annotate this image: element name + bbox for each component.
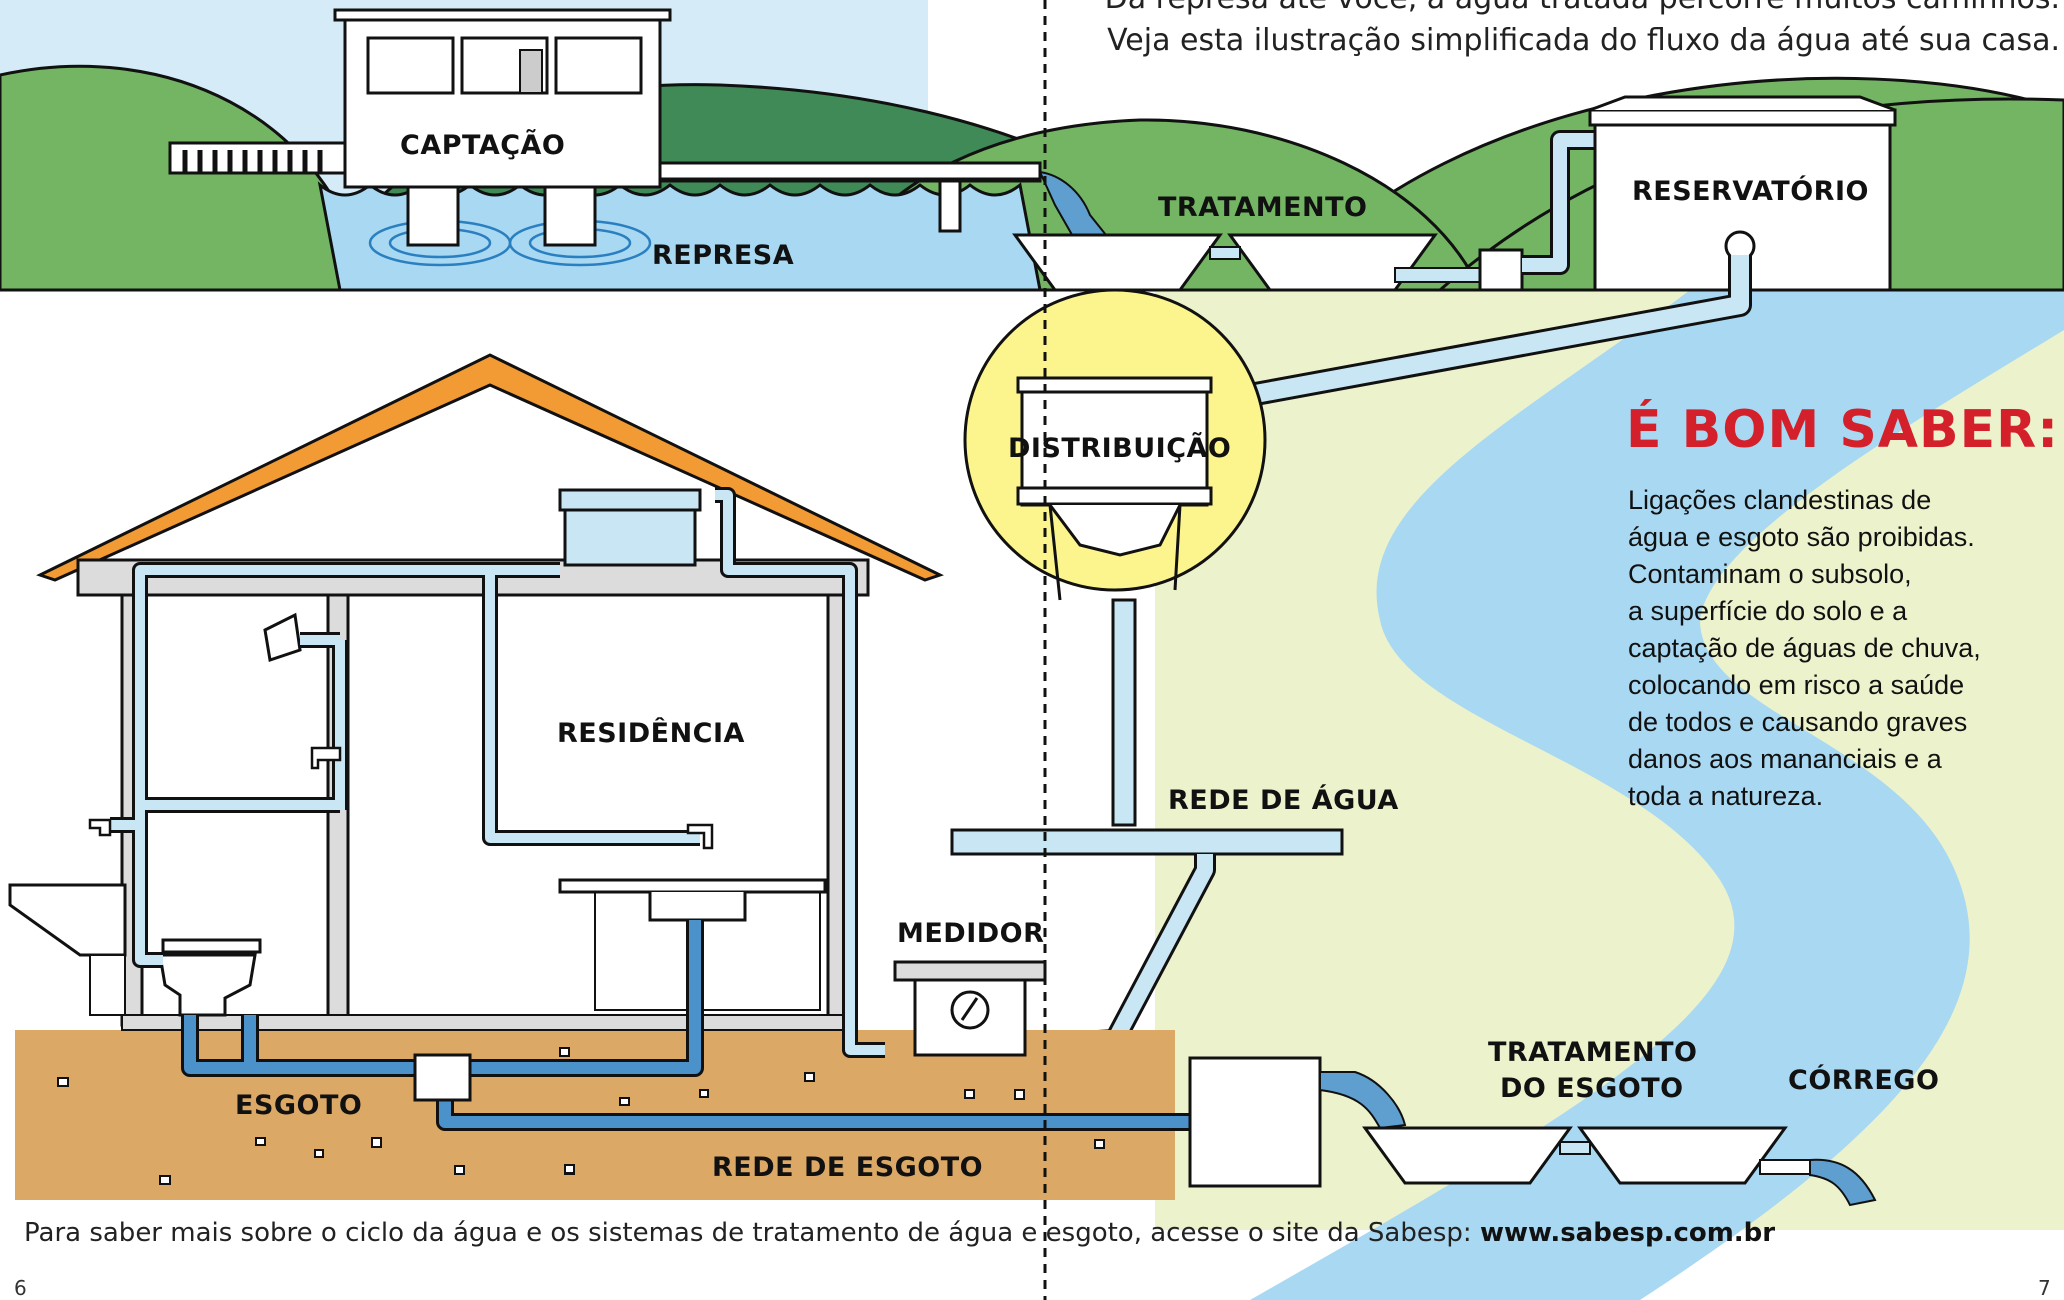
soil-pebbles: [57, 1047, 1105, 1185]
captacao-building: [333, 8, 672, 247]
label-tratamento-esgoto-2: DO ESGOTO: [1500, 1073, 1684, 1104]
label-tratamento: TRATAMENTO: [1158, 192, 1368, 223]
label-captacao: CAPTAÇÃO: [400, 130, 566, 161]
label-represa: REPRESA: [652, 240, 795, 271]
label-residencia: RESIDÊNCIA: [557, 718, 745, 749]
distribution-pipe: [1247, 255, 1752, 407]
info-box-line: colocando em risco a saúde: [1628, 670, 1965, 700]
intro-line-1: Da represa até você, a água tratada perc…: [1105, 0, 2060, 20]
label-rede-de-agua: REDE DE ÁGUA: [1168, 785, 1399, 816]
info-box-line: Ligações clandestinas de: [1628, 485, 1932, 515]
info-box-line: a superfície do solo e a: [1628, 596, 1908, 626]
sabesp-link[interactable]: www.sabesp.com.br: [1479, 1218, 1776, 1248]
label-corrego: CÓRREGO: [1788, 1065, 1940, 1096]
distribuicao-tower: [963, 288, 1267, 827]
sewage-treatment: [1188, 1056, 1877, 1207]
house-plumbing: [110, 487, 1195, 1131]
label-esgoto: ESGOTO: [235, 1090, 363, 1121]
river: [1250, 290, 2064, 1300]
info-box-title: É BOM SABER:: [1626, 400, 2060, 460]
info-box-line: Contaminam o subsolo,: [1628, 559, 1912, 589]
page-number-left: 6: [14, 1276, 27, 1300]
inspection-box: [413, 1053, 472, 1102]
info-box-line: captação de águas de chuva,: [1628, 633, 1981, 663]
label-distribuicao: DISTRIBUIÇÃO: [1008, 433, 1232, 464]
tratamento-basins: [1012, 130, 1595, 292]
medidor-meter: [893, 960, 1047, 1057]
intro-line-2: Veja esta ilustração simplificada do flu…: [1107, 23, 2060, 58]
intro-text: Da represa até você, a água tratada perc…: [1105, 0, 2060, 62]
faucets: [88, 746, 714, 850]
info-box-line: água e esgoto são proibidas.: [1628, 522, 1975, 552]
intake-pipe: [658, 161, 1113, 241]
page-number-right: 7: [2038, 1276, 2051, 1300]
roof: [36, 353, 944, 582]
house: [8, 353, 944, 1031]
label-tratamento-esgoto-1: TRATAMENTO: [1488, 1037, 1698, 1068]
label-reservatorio: RESERVATÓRIO: [1632, 176, 1869, 207]
info-box-line: danos aos mananciais e a: [1628, 744, 1942, 774]
info-box-line: toda a natureza.: [1628, 781, 1824, 811]
label-medidor: MEDIDOR: [897, 918, 1045, 949]
info-box-text: Ligações clandestinas de água e esgoto s…: [1628, 482, 2048, 815]
footer-note: Para saber mais sobre o ciclo da água e …: [24, 1218, 1775, 1248]
label-rede-de-esgoto: REDE DE ESGOTO: [712, 1152, 984, 1183]
footer-text: Para saber mais sobre o ciclo da água e …: [24, 1218, 1480, 1248]
info-box-line: de todos e causando graves: [1628, 707, 1968, 737]
